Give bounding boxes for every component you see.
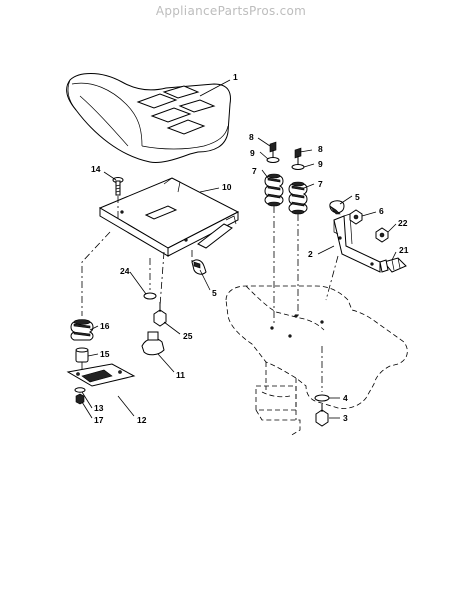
callout-5-lower: 5	[212, 288, 217, 298]
knob-21	[379, 257, 407, 273]
callout-8-left: 8	[249, 132, 254, 142]
callout-12: 12	[137, 415, 147, 425]
callout-labels: 1 10 14 8 8 9 9 7 7 5 6 22 21 2 5 24 25 …	[91, 72, 409, 425]
callout-7-left: 7	[252, 166, 257, 176]
tractor-frame-outline	[225, 285, 408, 437]
callout-25: 25	[183, 331, 193, 341]
knob-5-lower	[191, 259, 207, 275]
callout-4: 4	[343, 393, 348, 403]
bolt-14	[112, 177, 124, 196]
center-lines	[81, 196, 339, 392]
knob-11	[141, 331, 165, 356]
callout-7-right: 7	[318, 179, 323, 189]
callout-22: 22	[398, 218, 408, 228]
bolt-3	[315, 404, 329, 427]
callout-15: 15	[100, 349, 110, 359]
callout-11: 11	[176, 370, 185, 380]
callout-5-upper: 5	[355, 192, 360, 202]
nut-22	[375, 227, 389, 243]
callout-2: 2	[308, 249, 313, 259]
washer-9-left	[266, 157, 280, 163]
callout-17: 17	[94, 415, 104, 425]
callout-24: 24	[120, 266, 130, 276]
callout-1: 1	[233, 72, 238, 82]
callout-9-left: 9	[250, 148, 255, 158]
callout-13: 13	[94, 403, 104, 413]
callout-9-right: 9	[318, 159, 323, 169]
washer-9-right	[291, 164, 305, 170]
washer-4	[314, 394, 330, 402]
seat-cushion	[66, 73, 231, 163]
callout-3: 3	[343, 413, 348, 423]
callout-10: 10	[222, 182, 232, 192]
seat-pan	[98, 177, 240, 257]
nut-25	[153, 302, 167, 327]
washer-24	[143, 292, 157, 300]
spring-left	[264, 173, 284, 207]
bracket-12	[66, 363, 136, 387]
callout-16: 16	[100, 321, 110, 331]
washer-13	[74, 387, 86, 393]
spring-16	[70, 319, 94, 341]
callout-6: 6	[379, 206, 384, 216]
nut-17	[75, 393, 85, 405]
leader-lines	[81, 79, 397, 419]
nut-6	[349, 209, 363, 225]
watermark-text: AppliancePartsPros.com	[156, 4, 306, 18]
callout-14: 14	[91, 164, 101, 174]
bolt-8-right	[294, 147, 302, 166]
spacer-15	[75, 347, 89, 363]
spring-right	[288, 181, 308, 215]
callout-21: 21	[399, 245, 409, 255]
callout-8-right: 8	[318, 144, 323, 154]
